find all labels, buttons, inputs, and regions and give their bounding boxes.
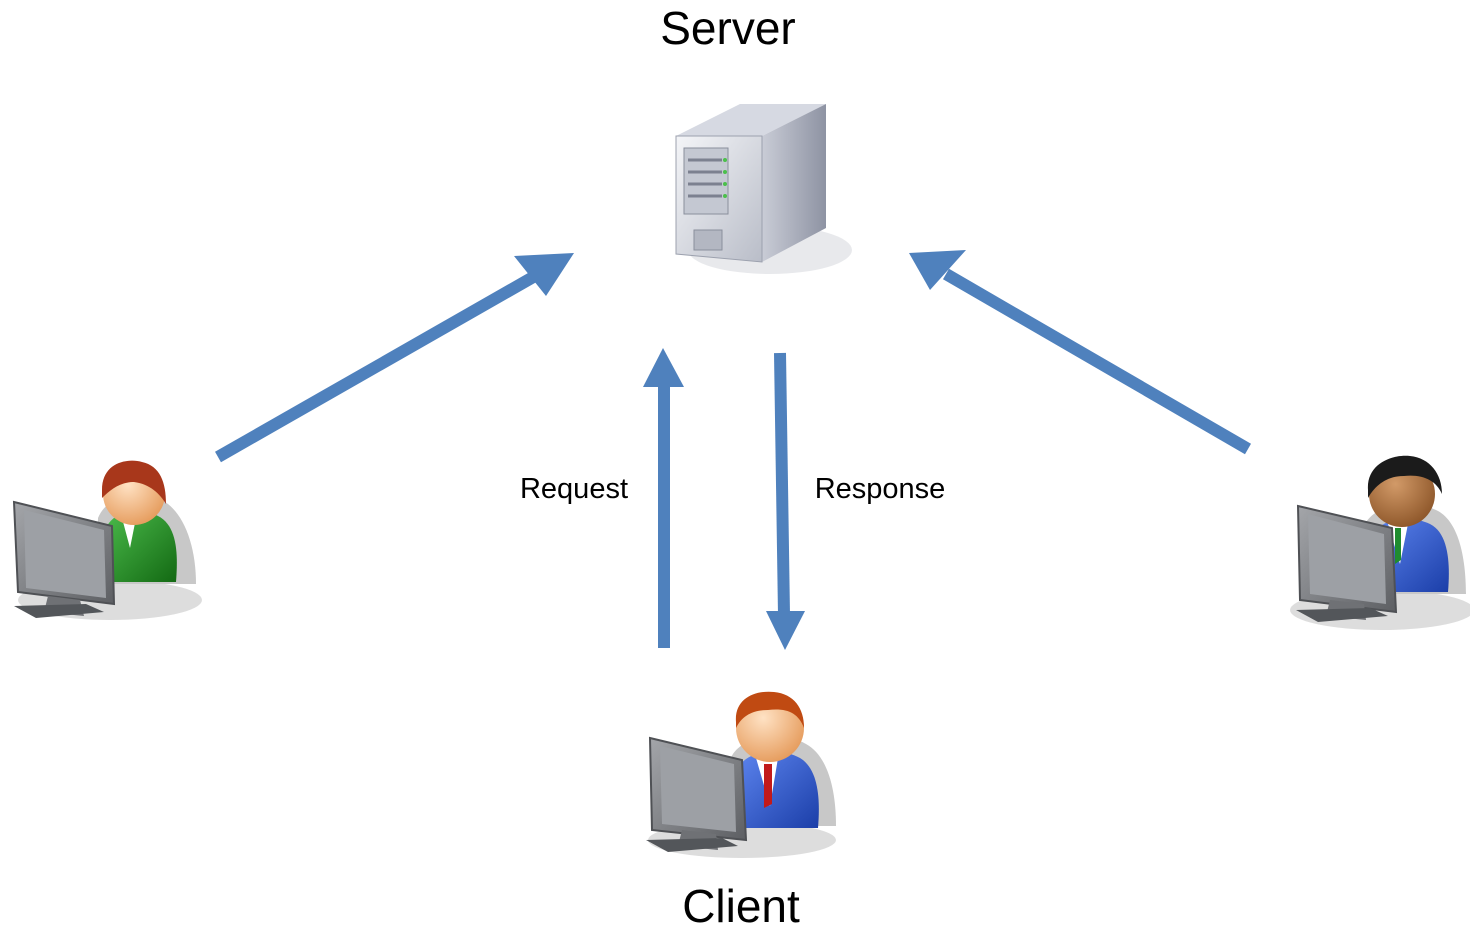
arrow-response	[766, 352, 805, 650]
client-title: Client	[682, 880, 800, 926]
server-icon	[675, 104, 852, 274]
user-computer-icon-main	[646, 691, 836, 858]
server-title: Server	[660, 2, 795, 54]
arrow-request	[643, 348, 684, 648]
user-computer-icon-left	[12, 460, 202, 620]
user-computer-icon-right	[1290, 455, 1470, 630]
arrow-right-to-server	[909, 250, 1252, 455]
request-label: Request	[520, 473, 628, 505]
response-label: Response	[815, 473, 946, 505]
arrow-left-to-server	[215, 253, 574, 463]
